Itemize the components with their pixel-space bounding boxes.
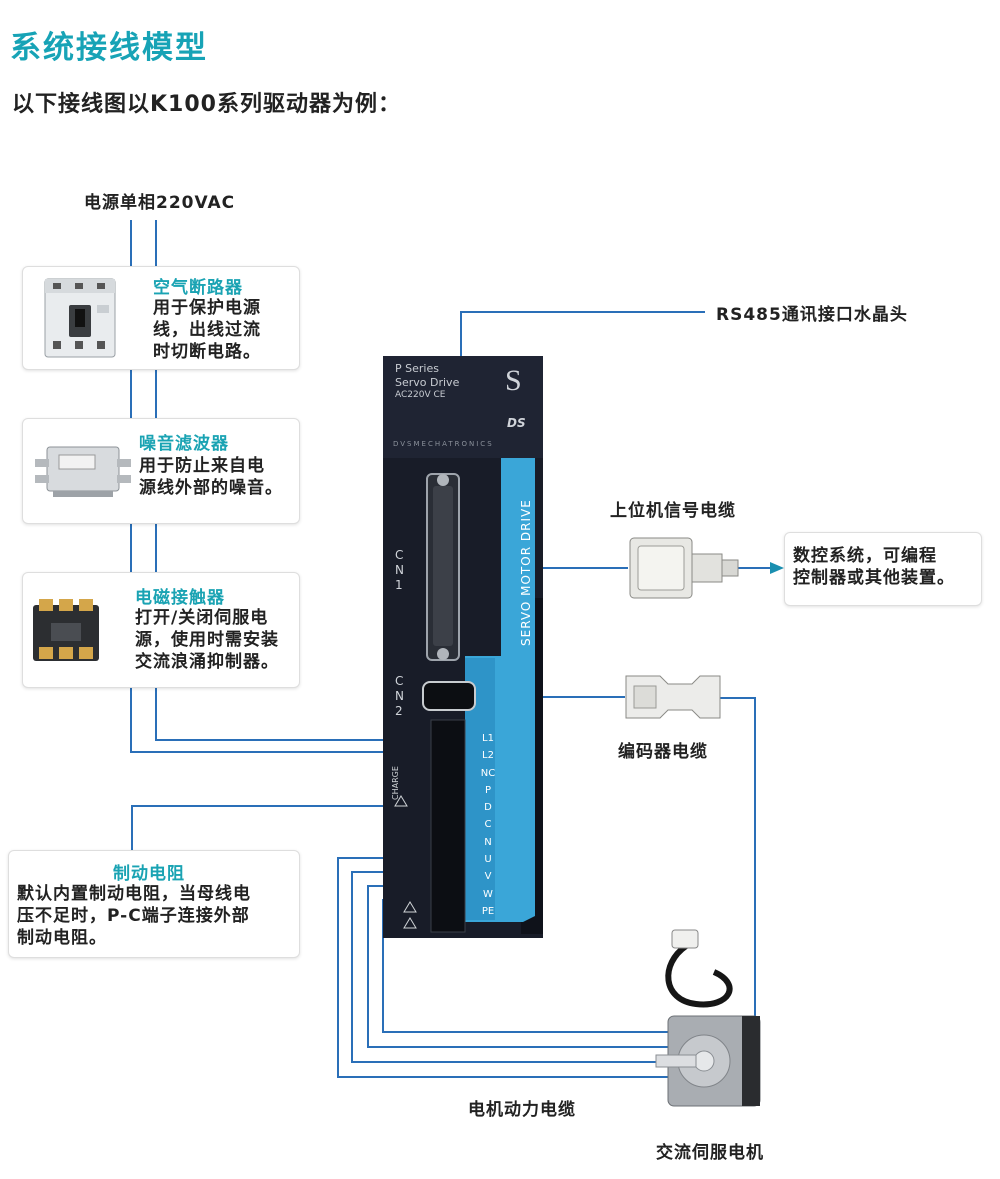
page-subtitle: 以下接线图以K100系列驱动器为例： [12, 92, 401, 117]
brake-resistor-card: 制动电阻 默认内置制动电阻，当母线电 压不足时，P-C端子连接外部 制动电阻。 [8, 850, 300, 958]
power-wire-l2 [130, 220, 458, 753]
cnc-description: 数控系统，可编程 控制器或其他装置。 [793, 546, 955, 588]
filter-description: 用于防止来自电 源线外部的噪音。 [139, 456, 283, 498]
filter-card: 噪音滤波器 用于防止来自电 源线外部的噪音。 [22, 418, 300, 524]
breaker-description: 用于保护电源 线，出线过流 时切断电路。 [153, 298, 261, 362]
contactor-icon [33, 599, 99, 661]
cnc-card: 数控系统，可编程 控制器或其他装置。 [784, 532, 982, 606]
motor-power-cable-label: 电机动力电缆 [468, 1100, 576, 1120]
power-label: 电源单相220VAC [84, 193, 236, 213]
host-cable-label: 上位机信号电缆 [610, 501, 736, 521]
drive-logo: S [505, 364, 522, 397]
contactor-title: 电磁接触器 [135, 588, 225, 608]
circuit-breaker-icon [44, 278, 116, 358]
charge-label: CHARGE [391, 766, 400, 800]
drive-maker: DVSMECHATRONICS [393, 440, 494, 448]
rs485-wire [460, 311, 705, 356]
motor-label: 交流伺服电机 [656, 1143, 764, 1163]
servo-drive: P Series Servo Drive AC220V CE S DS DVSM… [383, 356, 543, 938]
terminal-labels: L1 L2 NC P D C N U V W PE [480, 733, 496, 917]
power-wire-l1 [155, 220, 458, 741]
rs485-label: RS485通讯接口水晶头 [716, 305, 908, 325]
encoder-to-motor-wire [720, 697, 756, 1018]
filter-title: 噪音滤波器 [139, 434, 229, 454]
drive-brand-mark: DS [507, 416, 526, 430]
breaker-title: 空气断路器 [153, 278, 243, 298]
cn2-label: CN2 [395, 674, 404, 718]
contactor-description: 打开/关闭伺服电 源，使用时需安装 交流浪涌抑制器。 [135, 608, 279, 672]
contactor-card: 电磁接触器 打开/关闭伺服电 源，使用时需安装 交流浪涌抑制器。 [22, 572, 300, 688]
drive-type: Servo Drive [395, 376, 460, 389]
db25-connector-icon [629, 537, 739, 599]
drive-series: P Series [395, 362, 439, 375]
cn1-label: CN1 [395, 548, 404, 592]
breaker-card: 空气断路器 用于保护电源 线，出线过流 时切断电路。 [22, 266, 300, 370]
brake-resistor-description: 默认内置制动电阻，当母线电 压不足时，P-C端子连接外部 制动电阻。 [17, 884, 251, 948]
encoder-connector-icon [625, 675, 721, 719]
servo-motor-icon [655, 929, 761, 1107]
brake-resistor-wire [131, 805, 458, 850]
arrow-right-icon [770, 562, 784, 574]
drive-side-text: SERVO MOTOR DRIVE [519, 499, 533, 646]
encoder-cable-label: 编码器电缆 [618, 742, 708, 762]
servo-drive-body [383, 356, 543, 938]
brake-resistor-title: 制动电阻 [113, 864, 185, 884]
page-title: 系统接线模型 [10, 30, 208, 66]
drive-rating: AC220V CE [395, 390, 446, 400]
noise-filter-icon [35, 446, 131, 497]
